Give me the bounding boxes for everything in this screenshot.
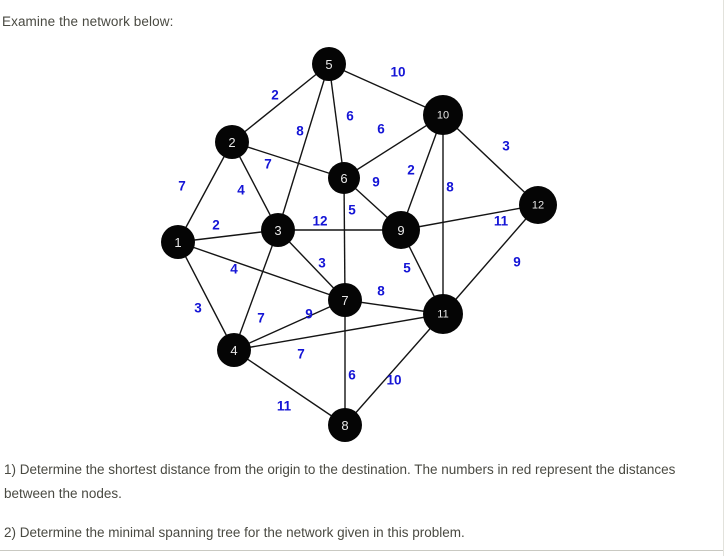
edge-weight-7-8: 6 [348, 368, 356, 383]
edge-5-10 [328, 63, 444, 116]
edge-weight-6-7: 5 [348, 203, 356, 218]
edge-3-5 [277, 63, 330, 231]
node-label-5: 5 [325, 57, 332, 72]
edge-weight-3-9: 12 [312, 214, 327, 229]
edge-2-6 [231, 141, 345, 179]
edge-weight-11-12: 9 [513, 255, 521, 270]
node-1[interactable] [161, 225, 195, 259]
node-label-1: 1 [174, 235, 181, 250]
node-9[interactable] [382, 211, 420, 249]
edge-4-7 [233, 299, 346, 351]
edge-11-12 [442, 204, 539, 315]
node-12[interactable] [519, 186, 557, 224]
edge-weight-7-11: 8 [377, 284, 385, 299]
node-label-3: 3 [274, 223, 281, 238]
edge-1-4 [177, 241, 235, 351]
intro-text: Examine the network below: [2, 14, 174, 29]
bottom-divider [0, 550, 724, 551]
node-label-9: 9 [397, 223, 404, 238]
edge-weight-10-11: 8 [446, 180, 454, 195]
node-4[interactable] [217, 333, 251, 367]
edges-group [177, 63, 539, 426]
edge-weight-1-4: 3 [194, 301, 202, 316]
edge-weight-3-5: 8 [296, 124, 304, 139]
edge-weight-2-5: 2 [271, 88, 279, 103]
node-label-7: 7 [341, 293, 348, 308]
edge-weight-10-12: 3 [502, 139, 510, 154]
node-11[interactable] [423, 294, 463, 334]
node-10[interactable] [423, 95, 463, 135]
edge-4-8 [233, 349, 346, 426]
edge-2-5 [231, 63, 330, 143]
edge-weight-6-10: 6 [377, 122, 385, 137]
edge-weight-3-4: 7 [257, 311, 265, 326]
edge-weight-9-11: 5 [403, 261, 411, 276]
node-label-10: 10 [437, 110, 449, 122]
edge-weight-5-10: 10 [390, 65, 405, 80]
node-label-11: 11 [437, 309, 448, 321]
edge-weight-4-7: 9 [305, 307, 313, 322]
edge-weight-9-10: 2 [407, 163, 415, 178]
question-1-text: 1) Determine the shortest distance from … [4, 462, 676, 501]
edge-9-10 [400, 114, 444, 231]
edge-6-7 [343, 177, 346, 301]
edge-weight-1-3: 2 [212, 218, 220, 233]
node-label-4: 4 [230, 343, 237, 358]
edge-8-11 [344, 313, 444, 426]
edge-weight-8-11: 10 [386, 373, 401, 388]
edge-weight-5-6: 6 [346, 109, 354, 124]
edge-weight-3-7: 3 [318, 256, 326, 271]
node-2[interactable] [215, 125, 249, 159]
edge-weight-2-3: 4 [237, 183, 245, 198]
edge-weight-9-12: 11 [494, 214, 509, 229]
node-label-6: 6 [340, 171, 347, 186]
question-2-text: 2) Determine the minimal spanning tree f… [4, 525, 465, 540]
edge-1-2 [177, 141, 233, 243]
node-label-2: 2 [228, 135, 235, 150]
node-7[interactable] [328, 283, 362, 317]
edge-3-4 [233, 229, 279, 351]
node-label-8: 8 [341, 418, 348, 433]
edge-weight-2-6: 7 [264, 157, 272, 172]
node-8[interactable] [328, 408, 362, 442]
edge-weight-4-11: 7 [297, 347, 305, 362]
edge-1-7 [177, 241, 346, 301]
edge-weights-group: 7 2 3 4 2 4 7 8 12 3 7 9 7 11 6 10 6 9 5 8 6 10 2 11 5 8 3 9 [178, 65, 521, 414]
edge-10-12 [442, 114, 539, 206]
edge-9-12 [400, 204, 539, 231]
edge-weight-4-8: 11 [277, 399, 292, 414]
edge-weight-6-9: 9 [372, 175, 380, 190]
edge-weight-1-7: 4 [230, 262, 238, 277]
node-5[interactable] [312, 47, 346, 81]
edge-4-11 [233, 313, 444, 351]
node-label-12: 12 [532, 200, 544, 212]
edge-5-6 [328, 63, 345, 179]
node-3[interactable] [261, 213, 295, 247]
node-6[interactable] [328, 162, 360, 194]
edge-weight-1-2: 7 [178, 179, 186, 194]
